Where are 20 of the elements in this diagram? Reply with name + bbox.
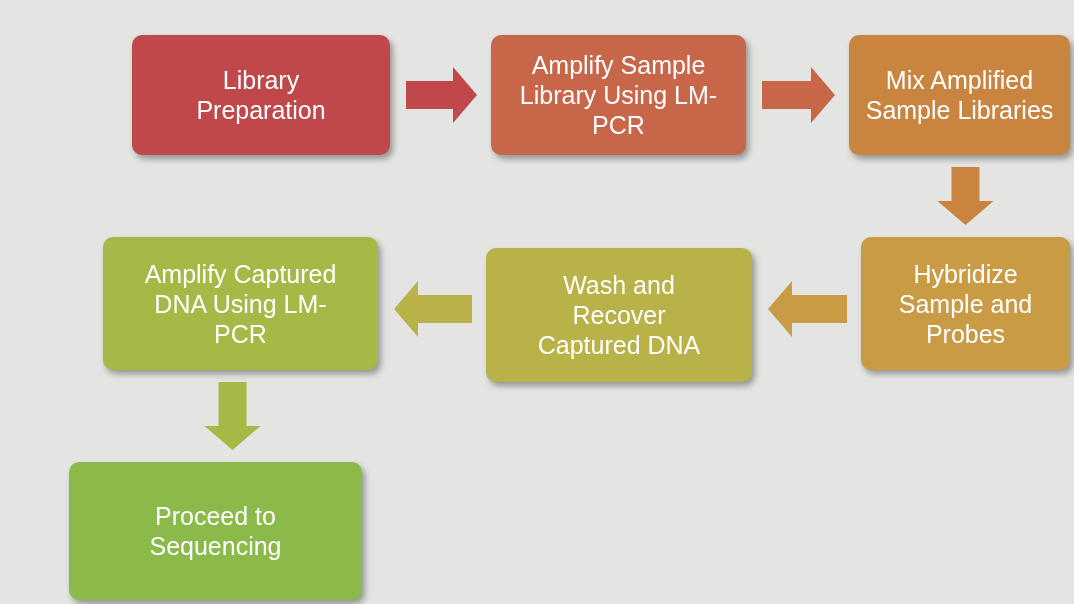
- process-box: [849, 35, 1070, 155]
- block-arrow: [768, 281, 847, 337]
- step-label: Hybridize Sample and Probes: [897, 258, 1034, 349]
- block-arrow: [406, 67, 477, 123]
- process-box: [69, 462, 362, 600]
- step-label: Proceed to Sequencing: [148, 501, 283, 561]
- process-box: [132, 35, 390, 155]
- block-arrow: [937, 167, 994, 225]
- step-label: Wash and Recover Captured DNA: [536, 270, 702, 360]
- step-label: Library Preparation: [195, 65, 327, 125]
- block-arrow: [204, 382, 261, 450]
- step-label: Amplify Sample Library Using LM-PCR: [518, 50, 719, 140]
- process-box: [486, 248, 752, 382]
- block-arrow: [394, 281, 472, 337]
- process-box: [861, 237, 1070, 370]
- block-arrow: [762, 67, 835, 123]
- step-label: Amplify Captured DNA Using LM-PCR: [143, 258, 338, 349]
- process-box: [491, 35, 746, 155]
- process-box: [103, 237, 378, 370]
- step-label: Mix Amplified Sample Libraries: [864, 65, 1055, 125]
